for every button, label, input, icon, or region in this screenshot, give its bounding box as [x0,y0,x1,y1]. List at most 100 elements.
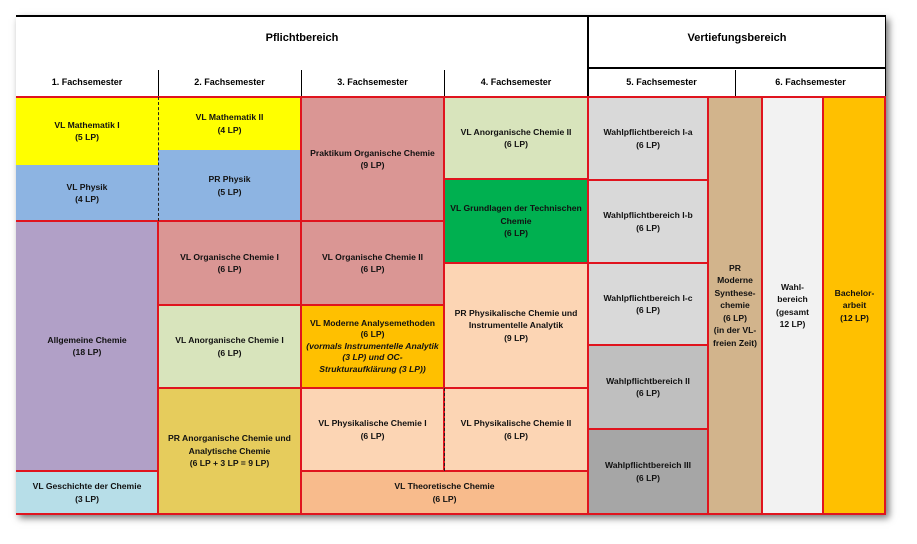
red-divider-3 [443,97,445,471]
red-row-4 [158,387,444,389]
module-name: VL Organische Chemie I [180,251,279,262]
module-physik: VL Physik (4 LP) [16,165,158,221]
red-line-top [16,96,886,98]
module-lp: (6 LP) [217,264,242,274]
module-lp: (9 LP) [360,160,385,170]
module-organische-chemie-2: VL Organische Chemie II(6 LP) [301,221,444,305]
module-lp: (6 LP) [360,264,385,274]
red-divider-4 [587,97,589,514]
semester-divider-2 [301,70,303,97]
line: chemie [720,300,750,311]
module-name: Wahlpflichtbereich I-c [603,292,693,303]
module-name: VL Mathematik II [195,112,264,122]
study-plan-chart: Pflichtbereich Vertiefungsbereich 1. Fac… [16,15,886,515]
module-wahlpflicht-1c: Wahlpflichtbereich I-c (6 LP) [588,263,708,345]
module-anorganische-chemie-2: VL Anorganische Chemie II(6 LP) [444,97,588,179]
frame-top [16,15,886,17]
red-row-2 [16,470,158,472]
semester-3-label: 3. Fachsemester [337,77,408,87]
semester-5-header: 5. Fachsemester [588,71,735,93]
red-divider-1 [157,221,159,514]
module-organische-chemie-1: VL Organische Chemie I (6 LP) [158,221,301,305]
module-name: Praktikum Organische Chemie [310,147,435,158]
module-physikalische-chemie-1: VL Physikalische Chemie I(6 LP) [301,388,444,471]
semester-6-label: 6. Fachsemester [775,77,846,87]
module-lp: (4 LP) [217,124,242,135]
module-name: Wahlpflichtbereich I-a [603,127,693,137]
red-row-6 [301,470,588,472]
red-divider-7 [822,97,824,514]
line: bereich [777,294,808,304]
module-lp: (6 LP + 3 LP = 9 LP) [189,458,270,469]
semester-2-label: 2. Fachsemester [194,77,265,87]
module-wahlpflicht-1a: Wahlpflichtbereich I-a (6 LP) [588,97,708,180]
module-anorganische-chemie-1: VL Anorganische Chemie I (6 LP) [158,305,301,388]
module-name: VL Anorganische Chemie I [175,335,284,345]
red-divider-right [884,97,886,514]
module-pr-physikalische-chemie: PR Physikalische Chemie und Instrumentel… [444,263,588,388]
line: Moderne [717,275,753,286]
module-name: VL Theoretische Chemie [394,481,495,491]
module-wahlpflicht-3: Wahlpflichtbereich III (6 LP) [588,429,708,514]
red-row-10 [588,179,708,181]
red-row-9 [444,387,588,389]
module-lp: (6 LP) [504,228,528,239]
line: arbeit [842,300,867,311]
header-divider [587,15,589,97]
module-name: VL Physikalische Chemie I [318,418,427,428]
module-wahlpflicht-1b: Wahlpflichtbereich I-b (6 LP) [588,180,708,263]
module-mathematik-2: VL Mathematik II (4 LP) [158,97,301,150]
module-lp: (6 LP) [217,347,242,358]
module-lp: (6 LP) [636,305,660,315]
module-lp: (4 LP) [75,194,99,204]
module-geschichte-der-chemie: VL Geschichte der Chemie (3 LP) [16,471,158,514]
module-praktikum-organische-chemie: Praktikum Organische Chemie (9 LP) [301,97,444,221]
module-lp: (6 LP) [636,472,660,483]
semester-4-header: 4. Fachsemester [444,71,588,93]
module-pr-anorganische-analytische-chemie: PR Anorganische Chemie und Analytische C… [158,388,301,514]
module-name: Wahlpflichtbereich III [604,460,692,470]
module-pr-moderne-synthesechemie: PR Moderne Synthese- chemie (6 LP) (in d… [708,97,762,514]
module-name: Wahlpflichtbereich I-b [603,210,693,220]
module-lp: (9 LP) [504,332,528,343]
module-physikalische-chemie-2: VL Physikalische Chemie II(6 LP) [444,388,588,471]
red-row-12 [588,344,708,346]
semester-4-label: 4. Fachsemester [480,77,552,87]
line: Bachelor- [834,287,875,298]
line: 12 LP) [779,319,806,329]
frame-right [884,15,886,97]
line: (12 LP) [840,312,869,323]
line: freien Zeit) [713,337,757,348]
semester-3-header: 3. Fachsemester [301,71,444,93]
semester-6-header: 6. Fachsemester [735,71,886,93]
module-technische-chemie: VL Grundlagen der Technischen Chemie(6 L… [444,179,588,263]
module-lp: (6 LP) [432,493,457,504]
module-lp: (3 LP) [75,493,99,504]
module-moderne-analysemethoden: VL Moderne Analysemethoden(6 LP)(vormals… [301,305,444,388]
module-note: (vormals Instrumentelle Analytik (3 LP) … [306,340,439,374]
module-name: VL Physik [66,181,108,192]
module-lp: (6 LP) [636,139,660,150]
line: (6 LP) [723,312,747,323]
semester-divider-5 [735,70,737,97]
module-theoretische-chemie: VL Theoretische Chemie (6 LP) [301,471,588,514]
semester-divider-1 [158,70,160,97]
module-name: VL Mathematik I [54,119,120,130]
module-name: PR Physikalische Chemie und Instrumentel… [454,307,578,331]
pflichtbereich-header: Pflichtbereich [16,15,588,61]
red-row-1 [16,220,301,222]
line: PR [729,262,741,273]
line: (in der VL- [713,325,757,336]
semester-1-label: 1. Fachsemester [51,77,123,87]
line: Wahl- [780,281,805,292]
module-name: VL Geschichte der Chemie [32,481,142,491]
red-row-7 [444,178,588,180]
module-lp: (6 LP) [636,222,660,233]
semester-divider-3 [444,70,446,97]
module-name: PR Anorganische Chemie und Analytische C… [168,433,291,456]
semester-5-label: 5. Fachsemester [626,77,697,87]
module-name: VL Physikalische Chemie II [460,418,572,428]
module-name: VL Moderne Analysemethoden [309,317,436,328]
module-name: PR Physik [208,174,251,184]
module-wahlpflicht-2: Wahlpflichtbereich II(6 LP) [588,345,708,429]
